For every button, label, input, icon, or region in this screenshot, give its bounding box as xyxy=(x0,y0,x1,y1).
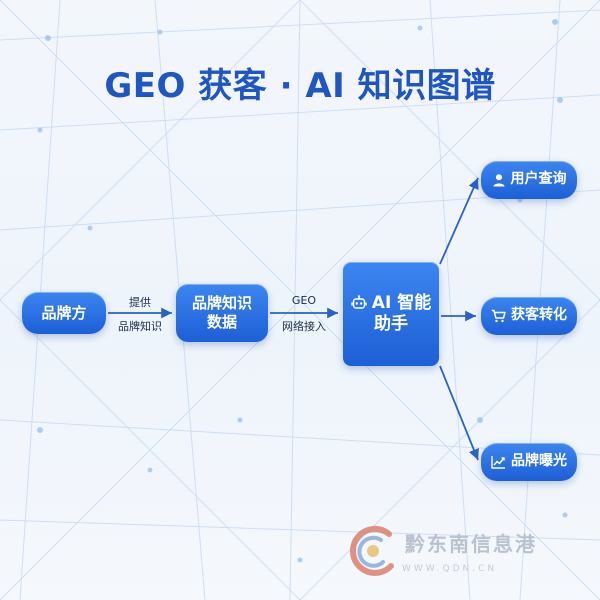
edge-label-network: 网络接入 xyxy=(274,318,334,334)
edge-label-brand-knowledge: 品牌知识 xyxy=(110,318,170,334)
node-ai-label-2: 助手 xyxy=(374,314,408,334)
node-brand-exposure-label: 品牌曝光 xyxy=(511,453,567,470)
edge-label-line: 品牌知识 xyxy=(118,320,162,333)
user-icon xyxy=(492,173,506,187)
edge-label-line: 提供 xyxy=(129,296,151,309)
node-user-query-label: 用户查询 xyxy=(510,171,567,188)
node-brand-exposure: 品牌曝光 xyxy=(481,443,577,481)
node-knowledge-label-1: 品牌知识 xyxy=(191,294,252,313)
edge-label-line: GEO xyxy=(291,294,317,307)
watermark-url: WWW.QDN.CN xyxy=(402,564,498,574)
node-brand-label: 品牌方 xyxy=(41,303,87,322)
node-ai-label-1: AI 智能 xyxy=(371,292,432,313)
arrow-ai-to-exposure xyxy=(439,365,479,461)
node-brand-knowledge-data: 品牌知识 数据 xyxy=(176,284,268,342)
edge-label-geo: GEO xyxy=(276,294,332,307)
node-brand: 品牌方 xyxy=(22,292,106,334)
node-conversion-label: 获客转化 xyxy=(511,307,567,324)
node-ai-assistant: AI 智能 助手 xyxy=(343,262,439,366)
node-conversion: 获客转化 xyxy=(481,297,577,335)
node-knowledge-label-2: 数据 xyxy=(206,313,237,331)
cart-icon xyxy=(491,309,506,323)
arrow-ai-to-query xyxy=(439,177,479,265)
edge-label-provide: 提供 xyxy=(112,294,168,310)
page-title: GEO 获客 · AI 知识图谱 xyxy=(104,66,496,106)
chart-icon xyxy=(491,455,506,469)
watermark-logo xyxy=(345,522,403,584)
edge-label-line: 网络接入 xyxy=(282,320,326,333)
robot-icon xyxy=(351,295,367,311)
node-user-query: 用户查询 xyxy=(481,161,577,199)
watermark-text: 黔东南信息港 xyxy=(405,532,537,556)
